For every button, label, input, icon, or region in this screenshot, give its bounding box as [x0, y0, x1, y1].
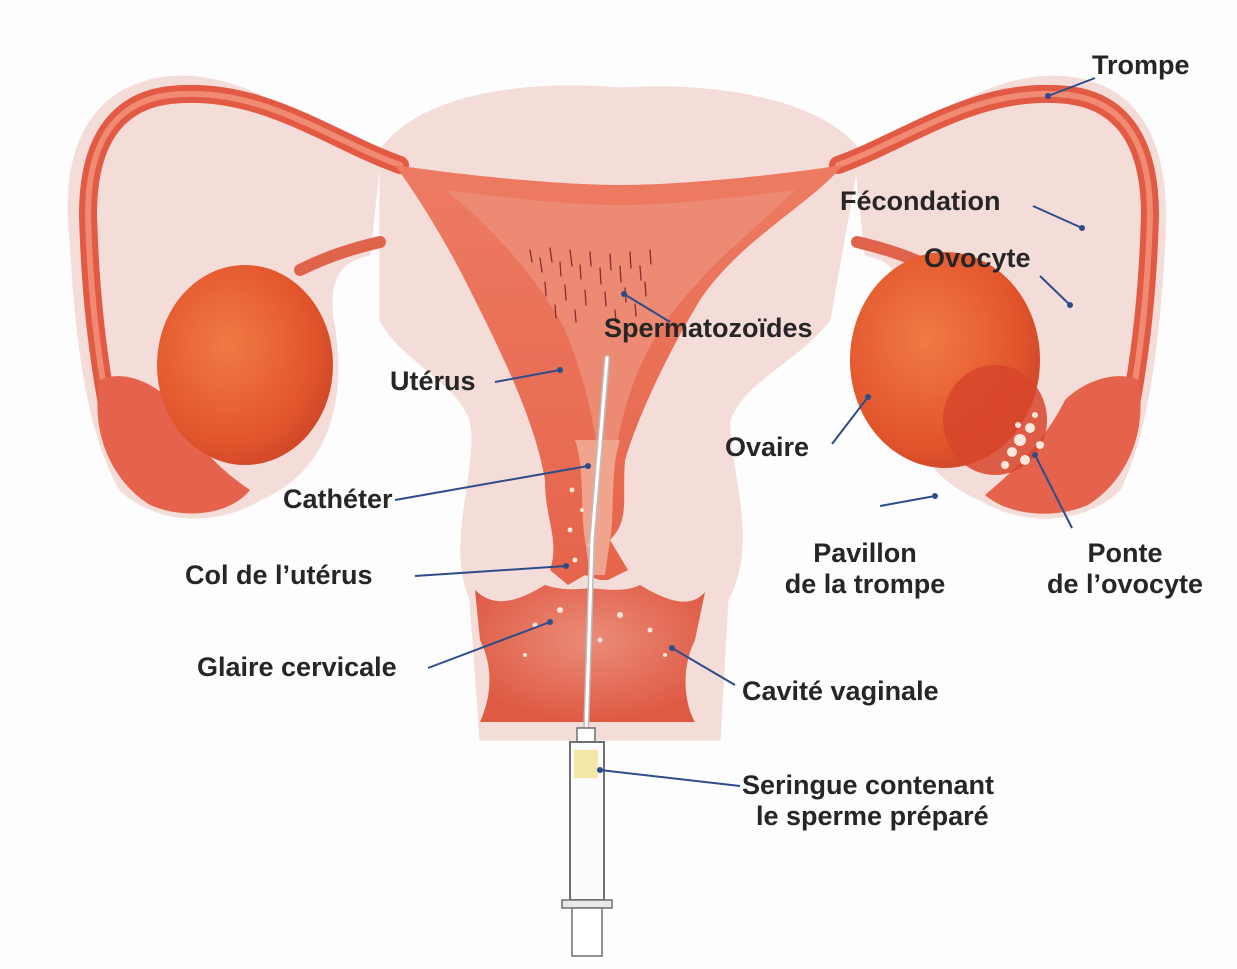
label-pavillon-line1: Pavillon [760, 538, 970, 569]
label-ponte-line2: de l’ovocyte [1025, 569, 1225, 600]
label-seringue-line1: Seringue contenant [742, 770, 994, 801]
label-seringue-line2: le sperme préparé [742, 801, 994, 832]
label-seringue: Seringue contenant le sperme préparé [742, 770, 994, 832]
label-pavillon-line2: de la trompe [760, 569, 970, 600]
label-cavite: Cavité vaginale [742, 676, 939, 707]
label-col: Col de l’utérus [185, 560, 373, 591]
syringe [562, 728, 612, 956]
label-uterus: Utérus [390, 366, 476, 397]
label-spermatozoides: Spermatozoïdes [604, 313, 813, 344]
label-ponte: Ponte de l’ovocyte [1025, 538, 1225, 600]
label-ovaire: Ovaire [725, 432, 809, 463]
label-fecondation: Fécondation [840, 186, 1001, 217]
label-trompe: Trompe [1092, 50, 1190, 81]
label-pavillon: Pavillon de la trompe [760, 538, 970, 600]
label-catheter: Cathéter [283, 484, 393, 515]
label-ponte-line1: Ponte [1025, 538, 1225, 569]
label-glaire: Glaire cervicale [197, 652, 397, 683]
label-ovocyte: Ovocyte [924, 243, 1031, 274]
